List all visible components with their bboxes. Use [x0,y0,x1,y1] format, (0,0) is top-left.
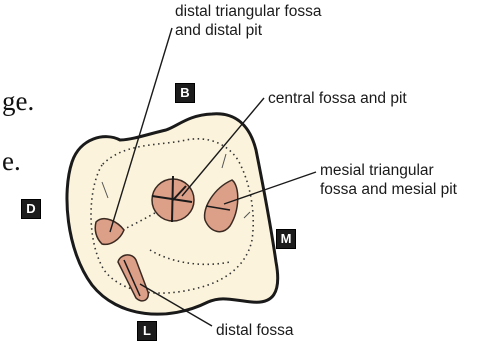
cropped-text-fragment: ge. [2,86,34,116]
lingual-badge: L [137,321,157,341]
distal-badge: D [21,199,41,219]
buccal-badge: B [175,83,195,103]
label-distal-triangular-fossa: distal triangular fossa and distal pit [175,2,321,40]
label-distal-fossa: distal fossa [216,321,294,340]
label-mesial-triangular-fossa: mesial triangular fossa and mesial pit [320,161,457,199]
mesial-badge: M [276,229,296,249]
cropped-text-fragment: e. [2,146,21,176]
label-central-fossa: central fossa and pit [268,89,407,108]
